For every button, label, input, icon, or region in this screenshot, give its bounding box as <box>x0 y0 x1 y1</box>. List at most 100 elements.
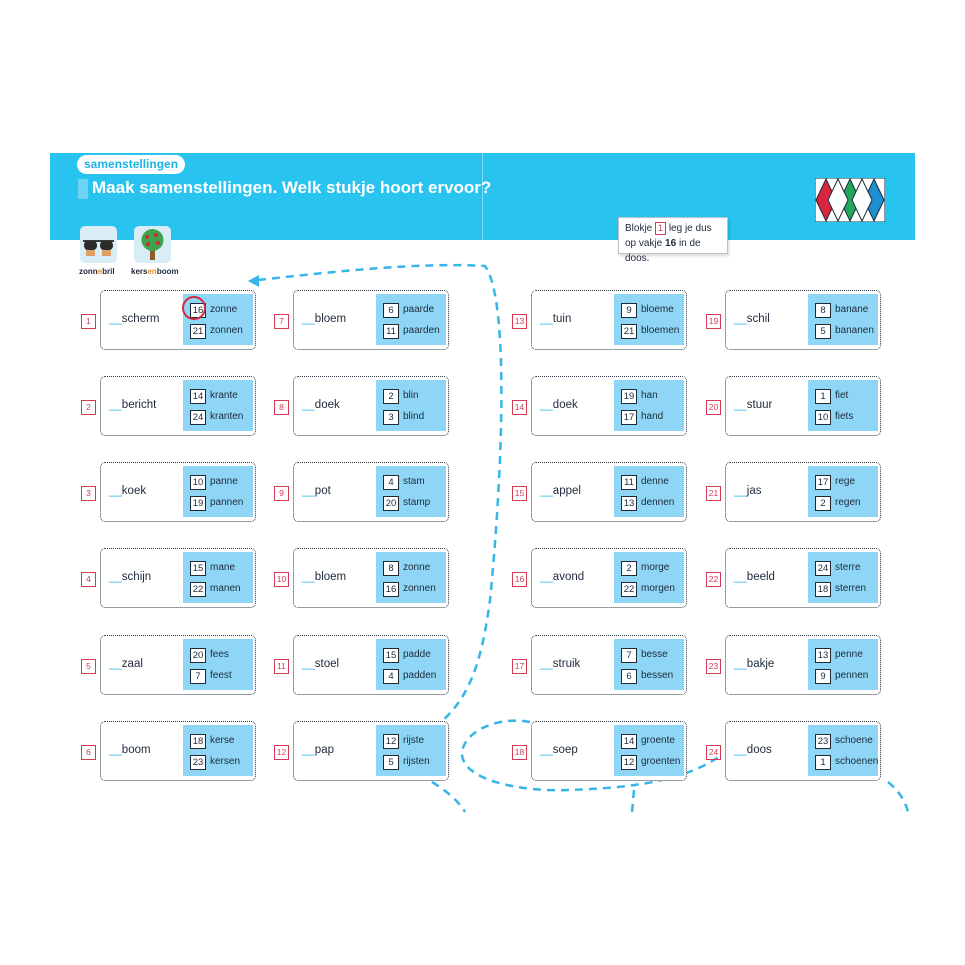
word-slot[interactable]: __koek <box>109 463 146 520</box>
word-slot[interactable]: __doek <box>540 377 578 434</box>
exercise-number: 7 <box>274 314 289 329</box>
word-slot[interactable]: __schil <box>734 291 770 348</box>
exercise-number: 12 <box>274 745 289 760</box>
word-slot[interactable]: __pot <box>302 463 331 520</box>
example-suffix: bril <box>102 267 115 276</box>
word-text: schil <box>746 313 770 325</box>
word-slot[interactable]: __doos <box>734 722 772 779</box>
exercise-number: 19 <box>706 314 721 329</box>
word-slot[interactable]: __boom <box>109 722 151 779</box>
word-slot[interactable]: __struik <box>540 636 580 693</box>
title-marker <box>78 179 88 199</box>
choice-number: 8 <box>383 560 399 576</box>
choice-number: 5 <box>383 754 399 770</box>
word-slot[interactable]: __doek <box>302 377 340 434</box>
choice-text: stam <box>403 476 425 487</box>
hint-text: Blokje <box>625 223 653 234</box>
word-slot[interactable]: __scherm <box>109 291 160 348</box>
word-text: bakje <box>746 658 775 670</box>
word-slot[interactable]: __bericht <box>109 377 156 434</box>
choice-number: 6 <box>621 668 637 684</box>
word-slot[interactable]: __tuin <box>540 291 571 348</box>
word-slot[interactable]: __zaal <box>109 636 143 693</box>
word-text: stuur <box>746 399 773 411</box>
choice-number: 2 <box>621 560 637 576</box>
word-slot[interactable]: __appel <box>540 463 581 520</box>
word-slot[interactable]: __avond <box>540 549 584 606</box>
word-slot[interactable]: __bakje <box>734 636 774 693</box>
choice-number: 22 <box>190 581 206 597</box>
choice-text: denne <box>641 476 669 487</box>
choice-text: besse <box>641 649 668 660</box>
page-fold <box>482 153 483 240</box>
word-slot[interactable]: __soep <box>540 722 578 779</box>
choice-text: schoene <box>835 735 873 746</box>
word-slot[interactable]: __schijn <box>109 549 151 606</box>
blank-line: __ <box>109 744 122 756</box>
blank-line: __ <box>734 313 747 325</box>
word-slot[interactable]: __stoel <box>302 636 339 693</box>
word-slot[interactable]: __stuur <box>734 377 772 434</box>
choice-number: 21 <box>190 323 206 339</box>
word-slot[interactable]: __bloem <box>302 291 346 348</box>
hint-note: Blokje 1 leg je dus op vakje 16 in de do… <box>618 217 728 264</box>
exercise-number: 4 <box>81 572 96 587</box>
word-slot[interactable]: __beeld <box>734 549 775 606</box>
word-slot[interactable]: __jas <box>734 463 762 520</box>
word-slot[interactable]: __bloem <box>302 549 346 606</box>
choice-text: feest <box>210 670 232 681</box>
word-slot[interactable]: __pap <box>302 722 334 779</box>
